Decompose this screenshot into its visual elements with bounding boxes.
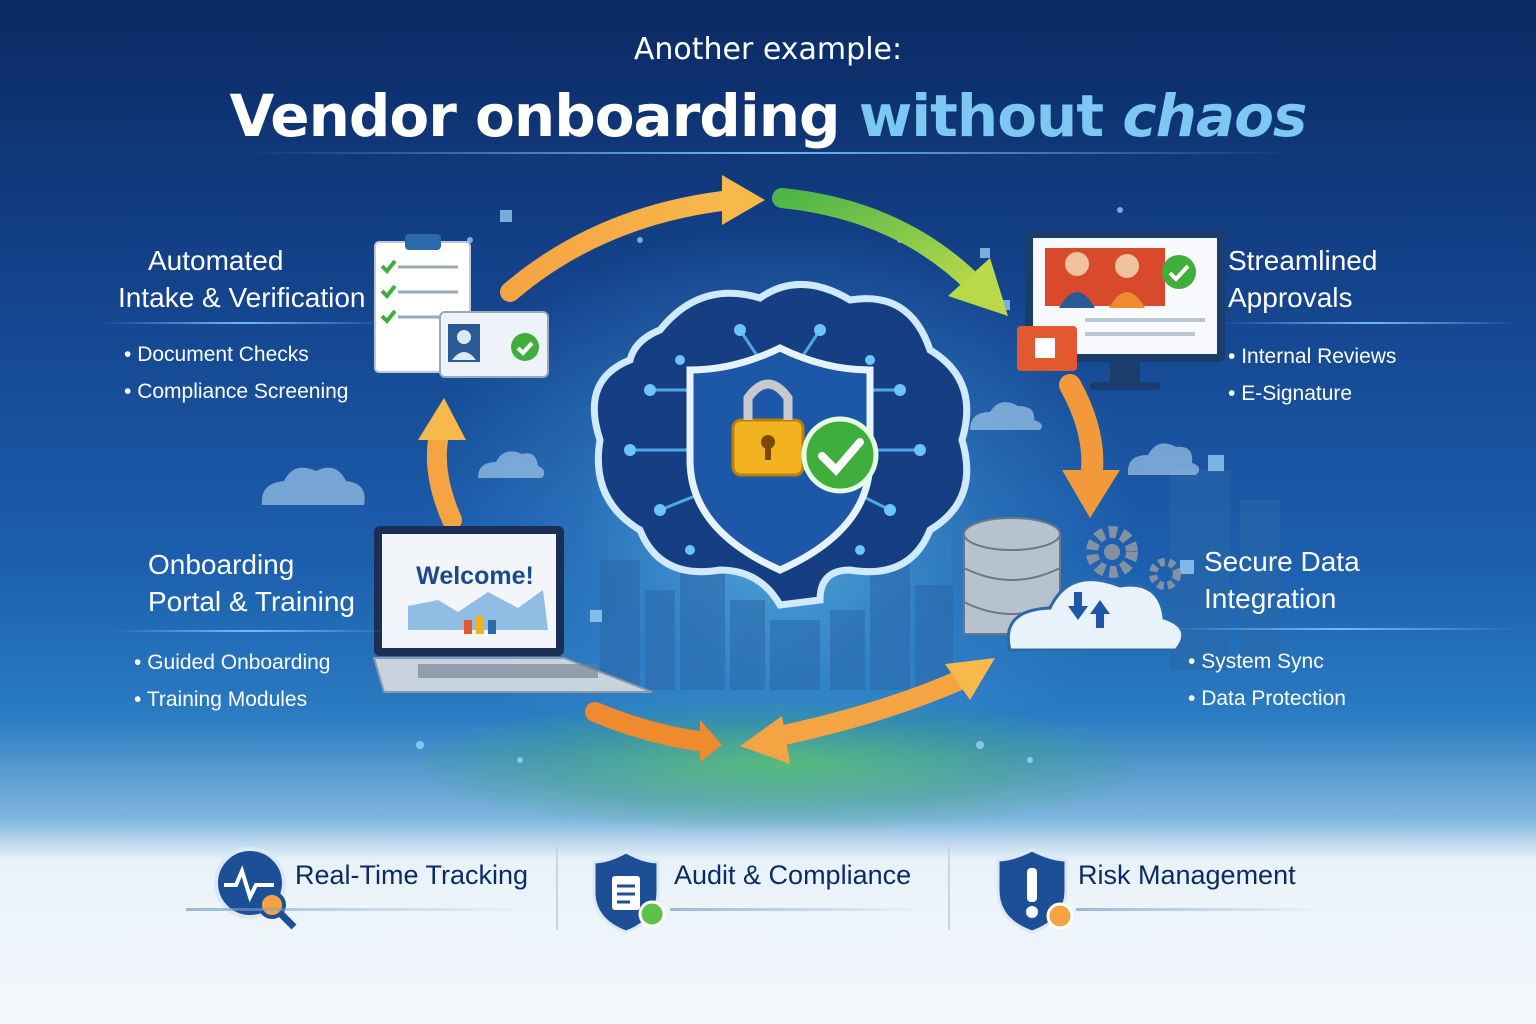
title-part1: Vendor onboarding	[229, 82, 841, 150]
integration-bullet: Data Protection	[1188, 680, 1346, 717]
brain-shield-icon	[590, 281, 971, 609]
approvals-rule	[1220, 322, 1520, 324]
portal-heading-line1: Onboarding	[148, 549, 295, 580]
clouds	[261, 402, 1200, 505]
approvals-bullet: Internal Reviews	[1228, 338, 1396, 375]
arrow-approvals-to-integration	[1059, 374, 1104, 481]
intake-heading-line2: Intake & Verification	[118, 282, 366, 313]
city-skyline	[520, 470, 1280, 690]
laptop-icon	[372, 526, 653, 693]
intake-bullets: Document Checks Compliance Screening	[124, 336, 348, 410]
feature-underline	[1076, 908, 1326, 911]
feature-divider	[948, 840, 950, 930]
portal-heading: Onboarding Portal & Training	[148, 546, 355, 620]
feature-underline	[670, 908, 930, 911]
title-underline	[240, 152, 1300, 154]
intake-heading: Automated Intake & Verification	[118, 242, 365, 316]
integration-bullet: System Sync	[1188, 643, 1346, 680]
subtitle: Another example:	[633, 32, 903, 67]
title-part3: chaos	[1122, 82, 1307, 150]
feature-label-audit: Audit & Compliance	[674, 860, 912, 890]
intake-bullet: Compliance Screening	[124, 373, 348, 410]
secure-data-integration-icon	[963, 517, 1185, 652]
portal-bullets: Guided Onboarding Training Modules	[134, 644, 331, 718]
integration-heading-line2: Integration	[1204, 583, 1337, 614]
audit-shield-clipboard-icon	[592, 850, 666, 934]
feature-label-tracking: Real-Time Tracking	[295, 860, 529, 890]
integration-heading: Secure Data Integration	[1204, 543, 1360, 617]
intake-heading-line1: Automated	[148, 245, 284, 276]
approvals-heading-line2: Approvals	[1228, 282, 1353, 313]
integration-bullets: System Sync Data Protection	[1188, 643, 1346, 717]
tracking-magnifier-icon	[214, 847, 297, 930]
title-part2: without	[858, 82, 1104, 150]
integration-rule	[1160, 628, 1520, 630]
feature-underline	[186, 908, 536, 911]
approvals-heading: Streamlined Approvals	[1228, 242, 1377, 316]
approvals-monitor-icon	[1017, 230, 1225, 390]
portal-rule	[110, 630, 390, 632]
risk-shield-exclamation-icon	[996, 848, 1074, 934]
arrow-to-approvals	[772, 188, 985, 295]
feature-label-risk: Risk Management	[1078, 860, 1296, 890]
laptop-screen-welcome: Welcome!	[416, 562, 534, 590]
portal-heading-line2: Portal & Training	[148, 586, 355, 617]
portal-bullet: Guided Onboarding	[134, 644, 330, 681]
portal-bullet: Training Modules	[134, 681, 331, 718]
approvals-bullet: E-Signature	[1228, 375, 1396, 412]
arrow-intake-to-center	[500, 190, 740, 302]
feature-divider	[556, 840, 558, 930]
intake-bullet: Document Checks	[124, 336, 348, 373]
clipboard-verification-icon	[374, 234, 549, 378]
approvals-bullets: Internal Reviews E-Signature	[1228, 338, 1396, 412]
integration-heading-line1: Secure Data	[1204, 546, 1360, 577]
arrow-integration-to-portal	[760, 670, 970, 748]
intake-rule	[100, 322, 390, 324]
page-title: Vendor onboarding without chaos	[0, 82, 1536, 150]
approvals-heading-line1: Streamlined	[1228, 245, 1378, 276]
arrow-portal-to-intake	[426, 420, 462, 530]
